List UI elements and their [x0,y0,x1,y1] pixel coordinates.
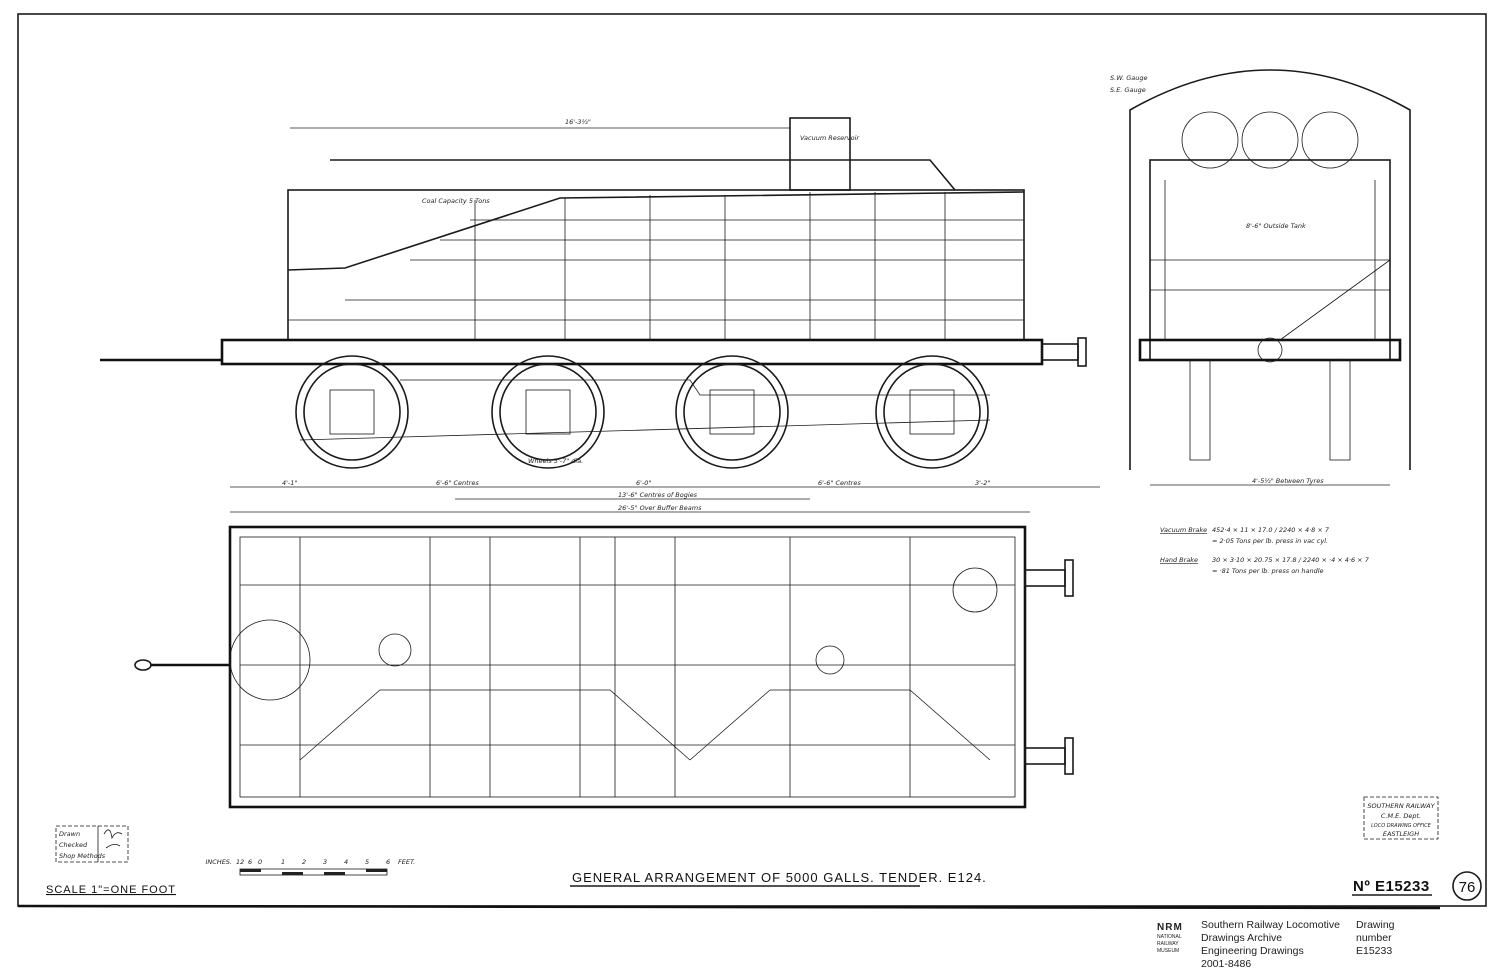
top-dimension-label: 16'-3½" [565,118,591,126]
bottom-border [17,904,1441,910]
archive-collection: Southern Railway Locomotive Drawings Arc… [1201,919,1340,970]
office-stamp: SOUTHERN RAILWAY C.M.E. Dept. LOCO DRAWI… [1363,796,1439,840]
outside-tank-label: 8'-6" Outside Tank [1246,222,1306,230]
scale-label: SCALE 1"=ONE FOOT [46,884,176,896]
svg-text:5: 5 [365,858,369,866]
dim-overall: 26'-5" Over Buffer Beams [618,504,702,512]
vacuum-brake-formula: 452·4 × 11 × 17.0 / 2240 × 4·8 × 7 [1212,526,1330,534]
svg-text:SOUTHERN RAILWAY: SOUTHERN RAILWAY [1367,802,1435,810]
plan-view [134,525,1074,809]
wheels-label: Wheels 5'-7" dia. [528,457,583,465]
sheet-number-circle [1452,871,1482,901]
svg-text:2: 2 [302,858,306,866]
signoff-shop-methods: Shop Methods [59,852,106,860]
svg-text:0: 0 [258,858,262,866]
dim-4-1: 4'-1" [282,479,297,487]
svg-text:LOCO DRAWING OFFICE: LOCO DRAWING OFFICE [1371,823,1432,829]
vacuum-reservoir-label: Vacuum Reservoir [800,134,860,142]
svg-text:6: 6 [386,858,390,866]
side-elevation: Coal Capacity 5 Tons Vacuum Reservoir Wh… [100,117,1087,469]
dim-6-6-centres-rear: 6'-6" Centres [818,479,861,487]
sheet-border [17,13,1487,907]
nrm-logo: NRM [1157,922,1183,933]
se-gauge-label: S.E. Gauge [1110,86,1146,94]
sw-gauge-label: S.W. Gauge [1110,74,1148,82]
sheet-number: 76 [1459,879,1476,896]
signoff-box: Drawn Checked Shop Methods [55,825,129,863]
end-view: S.W. Gauge S.E. Gauge 8'-6" Outside Tank… [1110,69,1411,486]
drawing-number: Nº E15233 [1353,878,1430,895]
nrm-logo-subtitle: NATIONAL RAILWAY MUSEUM [1157,934,1182,954]
svg-text:1: 1 [281,858,285,866]
hand-brake-label: Hand Brake [1160,556,1198,564]
dim-6-0: 6'-0" [636,479,651,487]
dim-6-6-centres-front: 6'-6" Centres [436,479,479,487]
between-tyres-label: 4'-5½" Between Tyres [1252,477,1324,485]
initials-signature [103,829,123,849]
vacuum-brake-label: Vacuum Brake [1160,526,1207,534]
svg-text:4: 4 [344,858,348,866]
scale-inches-label: INCHES. [205,858,232,866]
svg-text:6: 6 [248,858,252,866]
coal-capacity-label: Coal Capacity 5 Tons [422,197,490,205]
scale-feet-label: FEET. [398,858,415,866]
svg-text:C.M.E. Dept.: C.M.E. Dept. [1381,812,1421,820]
svg-text:3: 3 [323,858,327,866]
signoff-drawn: Drawn [59,830,80,838]
brake-notes: Vacuum Brake 452·4 × 11 × 17.0 / 2240 × … [1160,526,1370,575]
dimension-lines: 4'-1" 6'-6" Centres 6'-0" 6'-6" Centres … [230,479,1100,513]
scale-bar: INCHES. 12 6 0 1 2 3 4 5 6 FEET. [205,858,415,876]
svg-text:EASTLEIGH: EASTLEIGH [1383,830,1419,838]
archive-drawing-number: Drawing number E15233 [1356,919,1395,957]
hand-brake-result: = ·81 Tons per lb. press on handle [1212,567,1324,575]
dim-3-2: 3'-2" [975,479,990,487]
drawing-title: GENERAL ARRANGEMENT OF 5000 GALLS. TENDE… [572,870,987,885]
vacuum-brake-result: = 2·05 Tons per lb. press in vac cyl. [1212,537,1328,545]
dim-bogie-centres: 13'-6" Centres of Bogies [618,491,698,499]
svg-text:12: 12 [236,858,244,866]
signoff-checked: Checked [59,841,88,849]
hand-brake-formula: 30 × 3·10 × 20.75 × 17.8 / 2240 × ·4 × 4… [1212,556,1370,564]
